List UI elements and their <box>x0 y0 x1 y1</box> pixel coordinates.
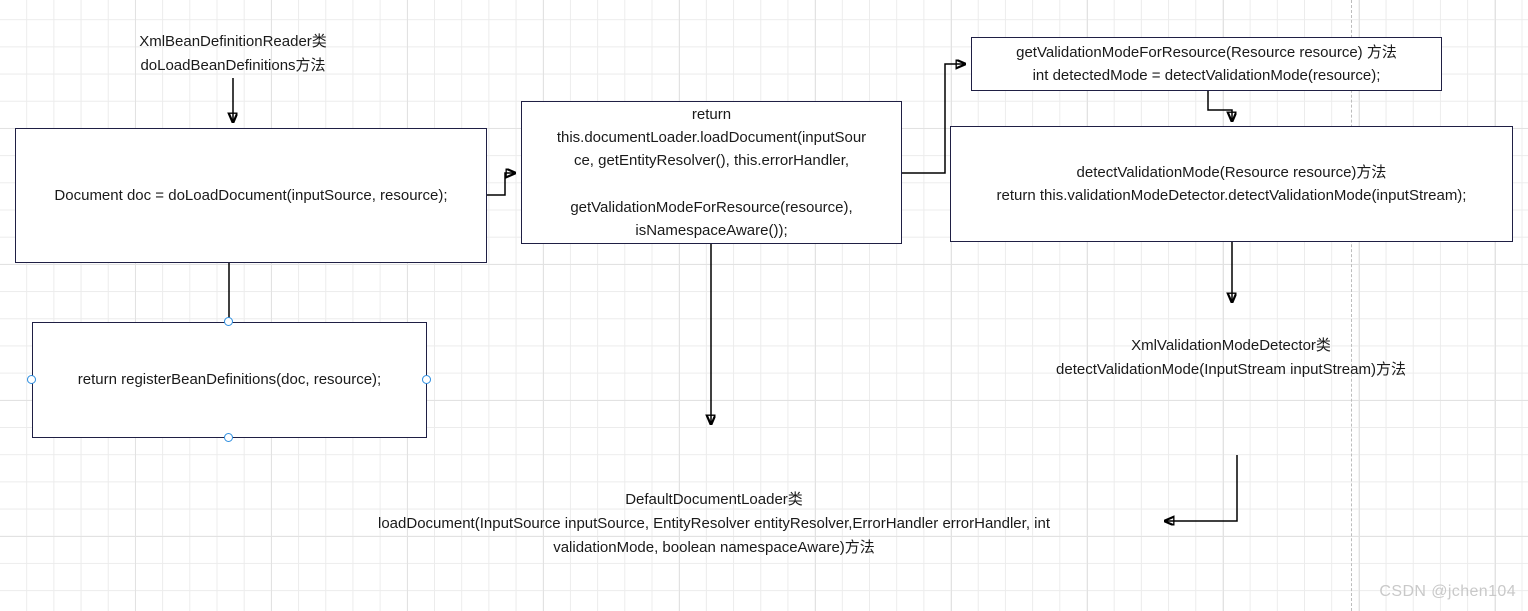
connection-handle-top[interactable] <box>224 317 233 326</box>
connection-handle-left[interactable] <box>27 375 36 384</box>
label-xml-validation-mode-detector-label: XmlValidationModeDetector类 detectValidat… <box>1056 337 1406 378</box>
node-do-load-document-body[interactable]: return this.documentLoader.loadDocument(… <box>521 101 902 244</box>
connection-handle-right[interactable] <box>422 375 431 384</box>
node-register-bean-definitions[interactable]: return registerBeanDefinitions(doc, reso… <box>32 322 427 438</box>
connection-handle-bottom[interactable] <box>224 433 233 442</box>
node-do-load-document[interactable]: Document doc = doLoadDocument(inputSourc… <box>15 128 487 263</box>
watermark: CSDN @jchen104 <box>1379 583 1516 600</box>
connector-edge-get-validation-mode-to-detect[interactable] <box>1207 91 1232 121</box>
node-get-validation-mode-for-resource[interactable]: getValidationModeForResource(Resource re… <box>971 37 1442 91</box>
connector-edge-detector-label-to-loader-label[interactable] <box>1165 455 1238 521</box>
connector-edge-do-load-document-to-body[interactable] <box>487 173 515 196</box>
page-margin-guide <box>1351 0 1352 611</box>
label-xml-bean-definition-reader-label: XmlBeanDefinitionReader类 doLoadBeanDefin… <box>139 33 327 74</box>
label-default-document-loader-label: DefaultDocumentLoader类 loadDocument(Inpu… <box>378 491 1050 556</box>
node-detect-validation-mode[interactable]: detectValidationMode(Resource resource)方… <box>950 126 1513 242</box>
